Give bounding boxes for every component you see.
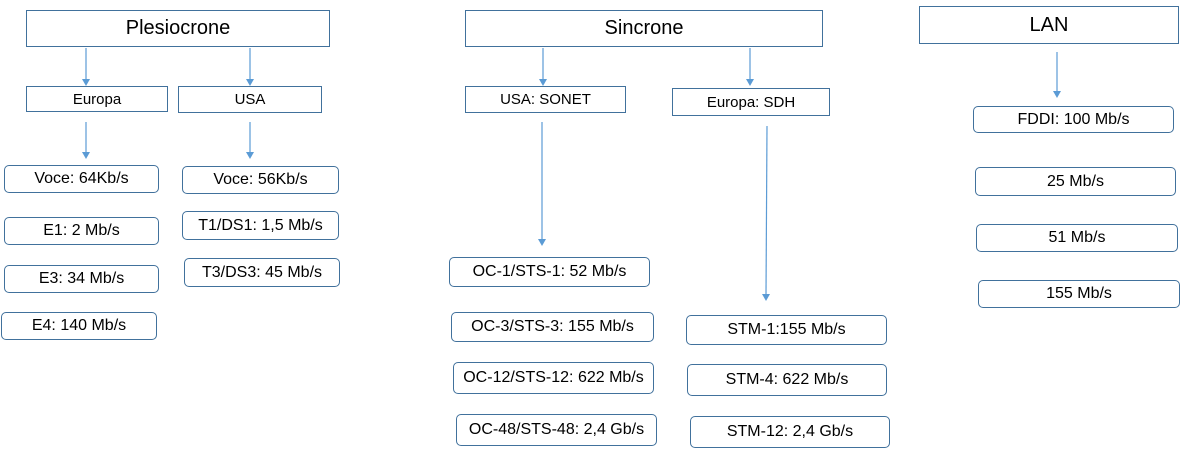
arrow-sincrone-sdh [746,48,754,86]
europa-pdh-box: Europa [26,86,168,112]
europa-rate-item: E1: 2 Mb/s [4,217,159,245]
arrow-plesiocrone-europa [82,48,90,86]
lan-rate-item: 51 Mb/s [976,224,1178,252]
sonet-box: USA: SONET [465,86,626,113]
sdh-rate-item: STM-12: 2,4 Gb/s [690,416,890,448]
europa-rate-item: Voce: 64Kb/s [4,165,159,193]
arrow-sonet-items [538,122,546,246]
usa-rate-item: Voce: 56Kb/s [182,166,339,194]
sincrone-header: Sincrone [465,10,823,47]
sonet-rate-item: OC-3/STS-3: 155 Mb/s [451,312,654,342]
lan-rate-item: 155 Mb/s [978,280,1180,308]
europa-rate-item: E3: 34 Mb/s [4,265,159,293]
arrow-usa-items [246,122,254,159]
sonet-rate-item: OC-48/STS-48: 2,4 Gb/s [456,414,657,446]
arrow-sincrone-sonet [539,48,547,86]
arrow-plesiocrone-usa [246,48,254,86]
europa-rate-item: E4: 140 Mb/s [1,312,157,340]
sdh-rate-item: STM-4: 622 Mb/s [687,364,887,396]
sonet-rate-item: OC-12/STS-12: 622 Mb/s [453,362,654,394]
sdh-rate-item: STM-1:155 Mb/s [686,315,887,345]
arrow-europa-items [82,122,90,159]
lan-header: LAN [919,6,1179,44]
lan-rate-item: FDDI: 100 Mb/s [973,106,1174,133]
plesiocrone-header: Plesiocrone [26,10,330,47]
sonet-rate-item: OC-1/STS-1: 52 Mb/s [449,257,650,287]
usa-rate-item: T3/DS3: 45 Mb/s [184,258,340,287]
lan-rate-item: 25 Mb/s [975,167,1176,196]
arrow-lan-items [1053,52,1061,98]
sdh-box: Europa: SDH [672,88,830,116]
arrow-sdh-items [762,125,770,301]
usa-rate-item: T1/DS1: 1,5 Mb/s [182,211,339,240]
usa-pdh-box: USA [178,86,322,113]
